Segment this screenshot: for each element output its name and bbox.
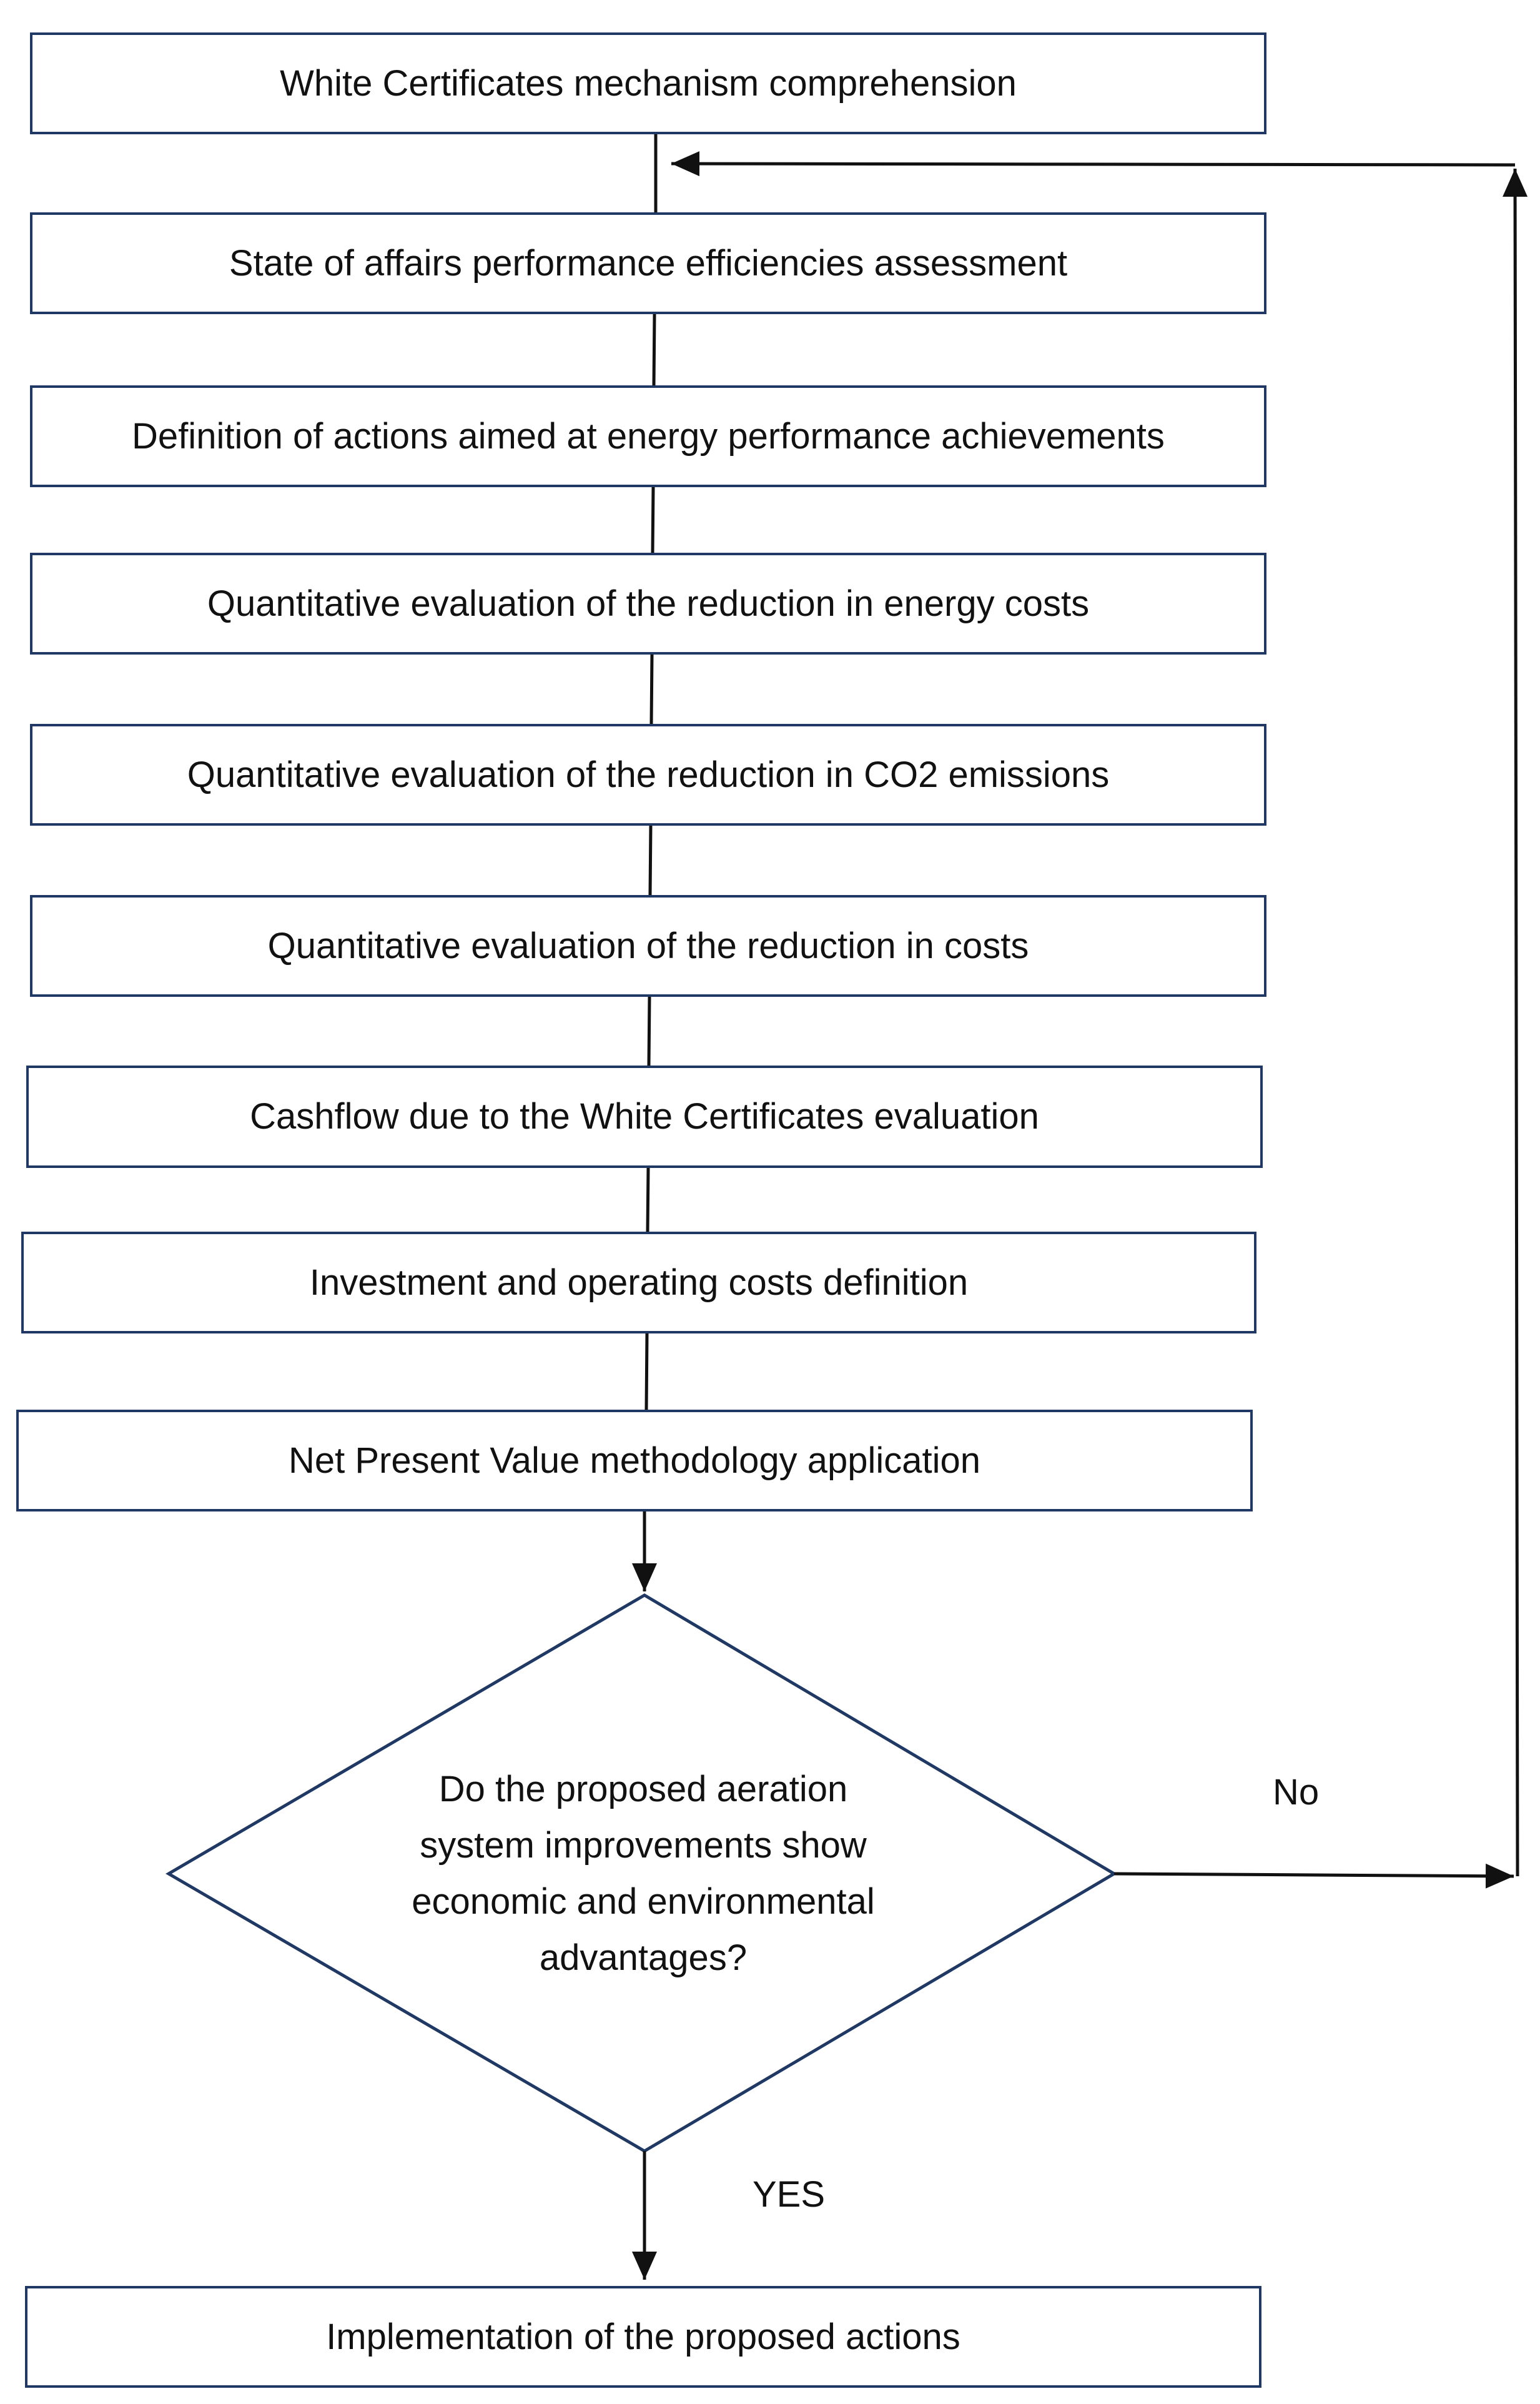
final-step-box: Implementation of the proposed actions — [25, 2286, 1261, 2388]
step-label: Investment and operating costs definitio… — [309, 1262, 969, 1303]
connector-no-return — [671, 151, 1516, 177]
step-label: State of affairs performance efficiencie… — [229, 242, 1068, 284]
final-step-label: Implementation of the proposed actions — [326, 2316, 960, 2357]
connector-8-9 — [644, 1333, 649, 1410]
step-label: Definition of actions aimed at energy pe… — [132, 415, 1165, 457]
step-box-3: Definition of actions aimed at energy pe… — [30, 385, 1266, 487]
step-label: Quantitative evaluation of the reduction… — [207, 583, 1090, 624]
connector-5-6 — [648, 825, 653, 896]
decision-question-text: Do the proposed aeration system improvem… — [412, 1769, 875, 1978]
step-label: White Certificates mechanism comprehensi… — [280, 62, 1017, 104]
decision-question: Do the proposed aeration system improvem… — [368, 1749, 918, 1999]
connector-4-5 — [649, 654, 654, 725]
step-box-1: White Certificates mechanism comprehensi… — [30, 32, 1266, 134]
step-box-6: Quantitative evaluation of the reduction… — [30, 895, 1266, 997]
step-box-7: Cashflow due to the White Certificates e… — [26, 1066, 1263, 1168]
step-box-8: Investment and operating costs definitio… — [21, 1232, 1256, 1333]
step-box-5: Quantitative evaluation of the reduction… — [30, 724, 1266, 826]
connector-no-horizontal — [1113, 1863, 1514, 1889]
yes-branch-label: YES — [753, 2174, 826, 2215]
step-box-9: Net Present Value methodology applicatio… — [16, 1410, 1253, 1511]
step-label: Net Present Value methodology applicatio… — [288, 1440, 981, 1481]
connector-no-vertical — [1503, 168, 1528, 1877]
step-label: Quantitative evaluation of the reduction… — [187, 754, 1110, 795]
step-label: Quantitative evaluation of the reduction… — [267, 925, 1029, 966]
step-box-2: State of affairs performance efficiencie… — [30, 212, 1266, 314]
step-box-4: Quantitative evaluation of the reduction… — [30, 553, 1266, 655]
step-label: Cashflow due to the White Certificates e… — [250, 1096, 1039, 1137]
no-branch-label: No — [1273, 1772, 1320, 1813]
